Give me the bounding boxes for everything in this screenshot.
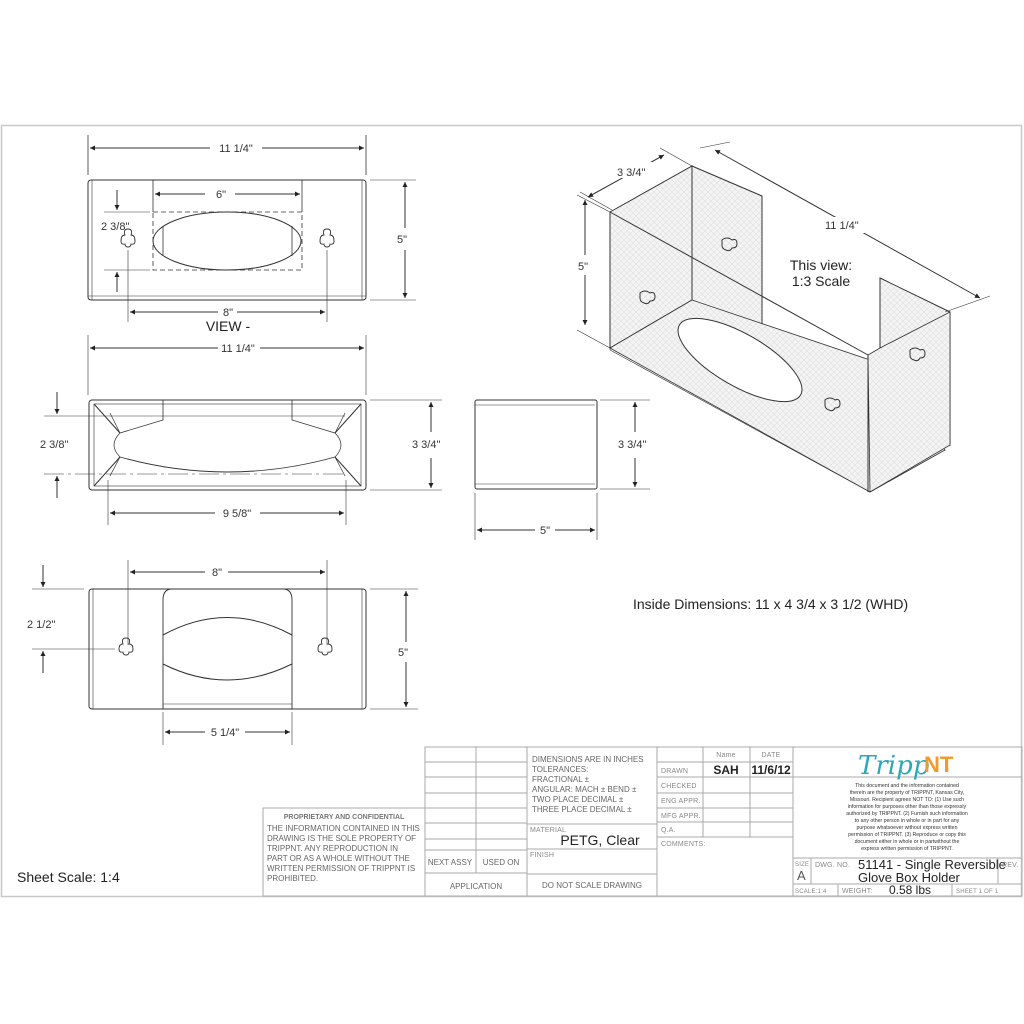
plan-view-overall-width: 11 1/4" [221,343,255,355]
dwg-no-label: DWG. NO. [815,862,850,869]
drawing-title-line1: 51141 - Single Reversible [858,857,1006,872]
scale-label: SCALE:1:4 [795,889,827,895]
material-value: PETG, Clear [560,832,640,848]
proprietary-line: WRITTEN PERMISSION OF TRIPPNT IS [267,864,415,873]
disclaimer-line: authorized by TRIPPNT. (2) Furnish such … [846,811,968,817]
front-view-slot-width: 5 1/4" [211,727,239,739]
approvals-name-header: Name [716,752,735,759]
view-label: VIEW - [206,318,251,334]
iso-view-length: 11 1/4" [825,220,859,232]
iso-view-note-line2: 1:3 Scale [792,273,851,289]
size-label: SIZE [795,862,809,868]
front-view-hole-spacing: 8" [212,567,222,579]
side-view [474,399,650,540]
top-view-hole-spacing: 8" [223,307,233,319]
iso-view-depth: 3 3/4" [617,167,645,179]
approval-label-mfg: MFG APPR. [661,813,701,820]
iso-view-height: 5" [578,261,588,273]
next-assy-label: NEXT ASSY [428,858,473,867]
approval-label-checked: CHECKED [661,783,697,790]
disclaimer-line: document either in whole or in partwitho… [855,839,960,845]
disclaimer-line: express written permission of TRIPPNT. [861,846,953,852]
sheet-number: SHEET 1 OF 1 [956,889,999,895]
plan-view-inner-height: 2 3/8" [40,439,68,451]
proprietary-line: PROHIBITED. [267,874,318,883]
disclaimer-line: information for purposes other than thos… [848,804,967,810]
material-label: MATERIAL [530,827,566,834]
logo-text-nt: NT [924,752,954,777]
side-view-height: 3 3/4" [618,439,646,451]
proprietary-line: DRAWING IS THE SOLE PROPERTY OF [267,834,416,843]
disclaimer-line: permission of TRIPPNT. (3) Reproduce or … [848,832,966,838]
disclaimer-line: Missouri. Recipient agrees NOT TO: (1) U… [850,797,964,803]
plan-view-height: 3 3/4" [412,439,440,451]
disclaimer-line: This document and the information contai… [855,783,959,789]
top-view [87,135,416,322]
tolerance-line: FRACTIONAL ± [532,775,590,784]
proprietary-line: TRIPPNT. ANY REPRODUCTION IN [267,844,398,853]
weight-label: WEIGHT: [842,888,873,895]
drawing-title-line2: Glove Box Holder [858,870,961,885]
rev-label: REV. [1002,862,1019,869]
comments-label: COMMENTS: [661,841,706,848]
tolerance-line: DIMENSIONS ARE IN INCHES [532,755,644,764]
side-view-width: 5" [540,525,550,537]
disclaimer-line: therein are the property of TRIPPNT, Kan… [850,790,964,796]
front-view [32,560,418,745]
application-label: APPLICATION [450,882,503,891]
trippnt-logo: Tripp NT [858,751,954,781]
approval-label-drawn: DRAWN [661,768,688,775]
do-not-scale-note: DO NOT SCALE DRAWING [542,881,642,890]
iso-view [576,141,991,493]
tolerance-line: TOLERANCES: [532,765,588,774]
drawn-by-name: SAH [713,763,738,777]
iso-view-note-line1: This view: [790,257,852,273]
finish-label: FINISH [530,852,554,859]
approval-label-qa: Q.A. [661,827,676,834]
top-view-overall-width: 11 1/4" [219,143,253,155]
front-view-height: 5" [398,647,408,659]
proprietary-line: THE INFORMATION CONTAINED IN THIS [267,824,420,833]
logo-text-tripp: Tripp [858,751,930,781]
plan-view-inner-width: 9 5/8" [223,508,251,520]
size-value: A [797,868,806,883]
approvals-date-header: DATE [762,752,781,759]
proprietary-heading: PROPRIETARY AND CONFIDENTIAL [284,814,405,821]
tolerance-line: ANGULAR: MACH ± BEND ± [532,785,637,794]
top-view-height: 5" [397,234,407,246]
proprietary-line: PART OR AS A WHOLE WITHOUT THE [267,854,410,863]
disclaimer-line: purpose whatsoever without express writt… [857,825,958,831]
disclaimer-line: to any other person in whole or in part … [855,818,960,824]
title-block-grid [262,746,1023,897]
tolerance-line: THREE PLACE DECIMAL ± [532,805,632,814]
weight-value: 0.58 lbs [889,883,931,897]
top-view-opening-height: 2 3/8" [101,221,129,233]
drawn-date: 11/6/12 [751,763,791,777]
top-view-opening-width: 6" [216,189,226,201]
sheet-scale-note: Sheet Scale: 1:4 [17,869,120,885]
approval-label-eng: ENG APPR. [661,798,701,805]
inside-dimensions-note: Inside Dimensions: 11 x 4 3/4 x 3 1/2 (W… [633,596,908,612]
plan-view [44,335,442,525]
tolerance-line: TWO PLACE DECIMAL ± [532,795,624,804]
front-view-hole-offset: 2 1/2" [27,619,55,631]
used-on-label: USED ON [483,858,520,867]
